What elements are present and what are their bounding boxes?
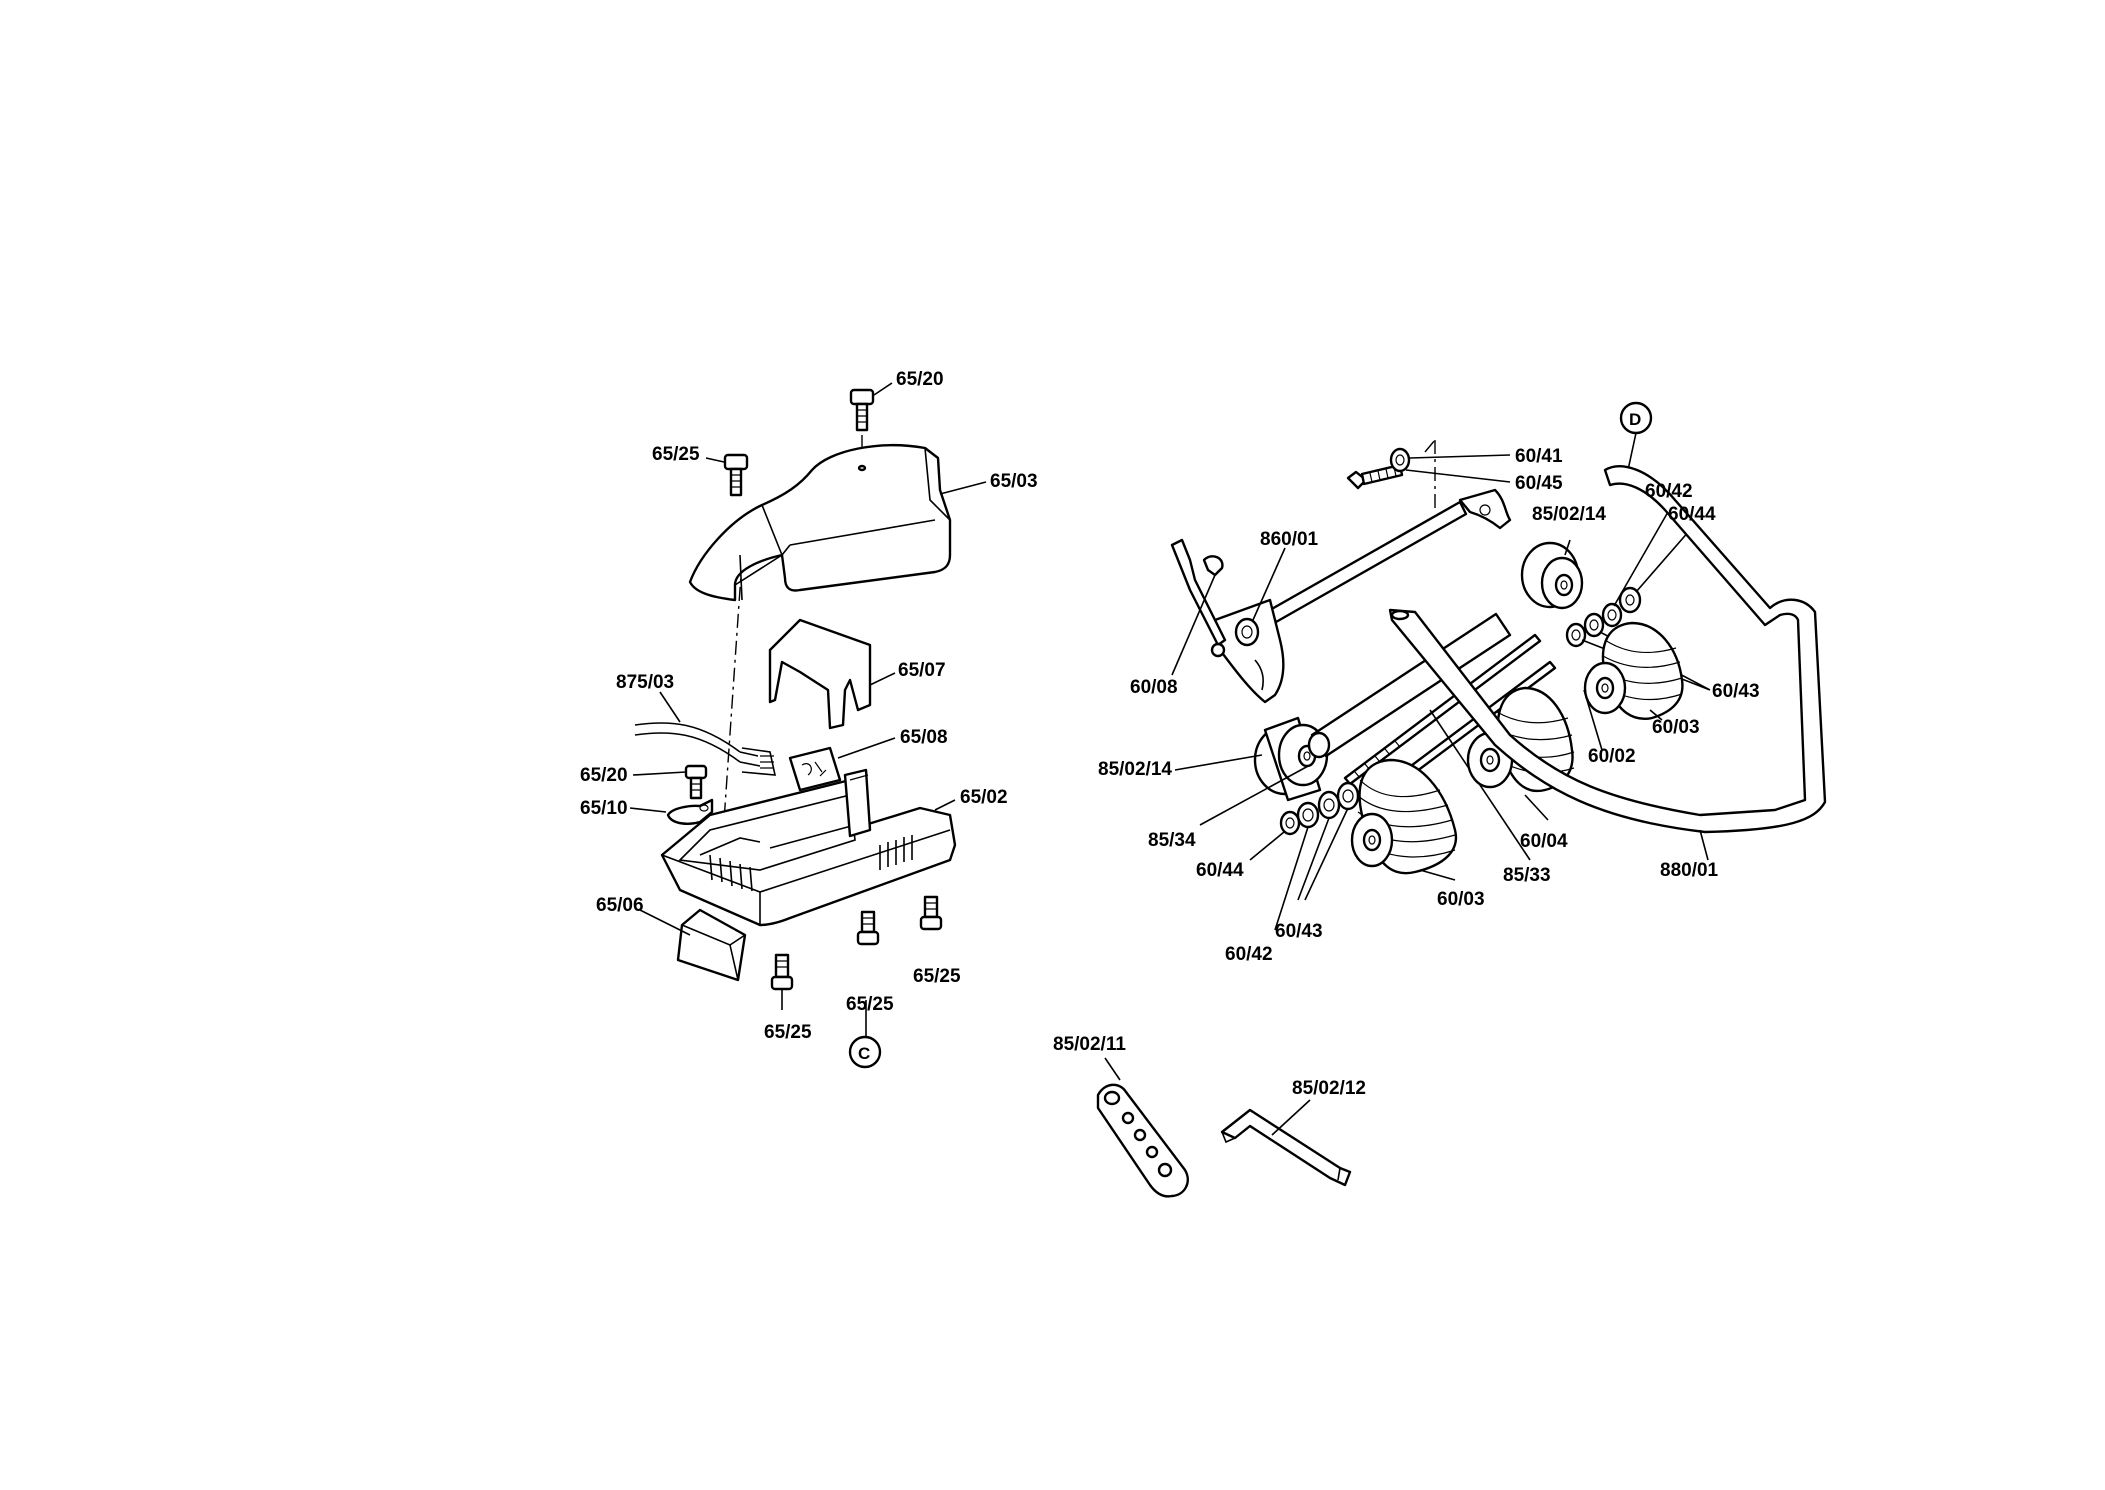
cable-clip-65-10 [666,798,714,825]
label-65-25-mid: 65/25 [846,994,894,1015]
label-85-33: 85/33 [1503,865,1551,886]
washer-60-42-low [1296,801,1320,829]
label-60-02: 60/02 [1588,746,1636,767]
label-65-10: 65/10 [580,798,628,819]
gauge-plate-85-02-11 [1096,1083,1189,1198]
label-60-04: 60/04 [1520,831,1568,852]
lower-housing-65-02 [660,768,957,927]
screw-65-25-right [919,895,943,931]
screw-65-25-mid [856,910,880,946]
label-65-20-top: 65/20 [896,369,944,390]
label-ref-d: D [1629,410,1641,429]
label-60-44-top: 60/44 [1668,504,1716,525]
label-60-03-low: 60/03 [1437,889,1485,910]
washer-60-43-right-a [1565,622,1587,648]
bracket-60-08 [1170,538,1227,658]
label-860-01: 860/01 [1260,529,1319,550]
reference-circle-c [848,1035,882,1069]
upper-roller-85-02-14 [1520,541,1584,610]
power-cable-875-03 [634,722,777,776]
deflector-65-07 [768,618,872,730]
label-60-42-low: 60/42 [1225,944,1273,965]
screw-65-20-mid [684,764,708,800]
label-65-25-right: 65/25 [913,966,961,987]
block-65-06 [676,908,747,982]
screw-65-20-top [849,388,875,432]
label-65-06: 65/06 [596,895,644,916]
label-85-34: 85/34 [1148,830,1196,851]
label-65-03: 65/03 [990,471,1038,492]
spiked-roller-60-03-low [1350,758,1458,875]
switch-65-08 [788,746,842,792]
label-875-03: 875/03 [616,672,674,693]
label-60-43-right: 60/43 [1712,681,1760,702]
hex-key-85-02-12 [1220,1108,1352,1187]
label-65-02: 65/02 [960,787,1008,808]
label-85-02-14-left: 85/02/14 [1098,759,1172,780]
label-60-41: 60/41 [1515,446,1563,467]
label-65-20-mid: 65/20 [580,765,628,786]
washer-60-43-low-b [1336,781,1360,811]
washer-60-43-low-a [1317,790,1341,820]
label-60-42-top: 60/42 [1645,481,1693,502]
label-60-43-low: 60/43 [1275,921,1323,942]
label-65-08: 65/08 [900,727,948,748]
top-cover-65-03 [688,444,952,602]
label-ref-c: C [858,1044,870,1063]
washer-60-41 [1389,447,1411,473]
washer-60-42-top [1601,602,1623,628]
screw-65-25-top [723,453,749,497]
handle-bar-880-01 [1388,465,1827,834]
axle-centerline [1424,439,1436,510]
label-65-25-top: 65/25 [652,444,700,465]
label-60-45: 60/45 [1515,473,1563,494]
axle-frame-860-01 [1213,488,1512,704]
label-60-08: 60/08 [1130,677,1178,698]
nut-60-44-low [1279,810,1301,836]
label-85-02-14-top: 85/02/14 [1532,504,1606,525]
label-85-02-11: 85/02/11 [1053,1034,1126,1055]
lower-roller-85-02-14 [1253,716,1329,802]
label-65-07: 65/07 [898,660,946,681]
label-60-44-low: 60/44 [1196,860,1244,881]
washer-60-43-right-b [1583,612,1605,638]
screw-65-25-low [770,953,794,991]
label-65-25-low: 65/25 [764,1022,812,1043]
label-880-01: 880/01 [1660,860,1719,881]
label-60-03-right: 60/03 [1652,717,1700,738]
label-85-02-12: 85/02/12 [1292,1078,1366,1099]
part-labels: 65/20 65/25 65/03 65/07 875/03 65/08 65/… [580,369,1760,1099]
nut-60-44-top [1618,586,1642,614]
spiked-roller-60-04 [1466,686,1575,793]
bolt-60-45 [1346,463,1404,490]
spiked-roller-60-03-right [1583,621,1684,720]
